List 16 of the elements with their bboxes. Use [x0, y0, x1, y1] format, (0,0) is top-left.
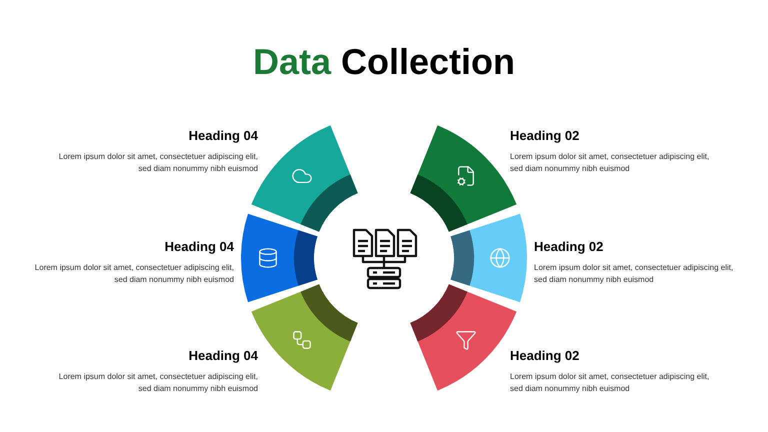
description: Lorem ipsum dolor sit amet, consectetuer adipiscing elit, sed diam nonummy nibh euismod: [34, 262, 234, 286]
heading: Heading 02: [510, 348, 580, 364]
description: Lorem ipsum dolor sit amet, consectetuer adipiscing elit, sed diam nonummy nibh euismod: [58, 371, 258, 395]
description: Lorem ipsum dolor sit amet, consectetuer adipiscing elit, sed diam nonummy nibh euismod: [534, 262, 734, 286]
heading: Heading 04: [188, 348, 258, 364]
heading: Heading 02: [534, 239, 604, 255]
documents-server-icon: [352, 228, 418, 290]
heading: Heading 02: [510, 128, 580, 144]
description: Lorem ipsum dolor sit amet, consectetuer adipiscing elit, sed diam nonummy nibh euismod: [58, 151, 258, 175]
segment: [241, 214, 318, 302]
title: Data Collection: [252, 40, 516, 84]
heading: Heading 04: [188, 128, 258, 144]
description: Lorem ipsum dolor sit amet, consectetuer adipiscing elit, sed diam nonummy nibh euismod: [510, 151, 710, 175]
description: Lorem ipsum dolor sit amet, consectetuer adipiscing elit, sed diam nonummy nibh euismod: [510, 371, 710, 395]
heading: Heading 04: [164, 239, 234, 255]
segment: [450, 214, 527, 302]
